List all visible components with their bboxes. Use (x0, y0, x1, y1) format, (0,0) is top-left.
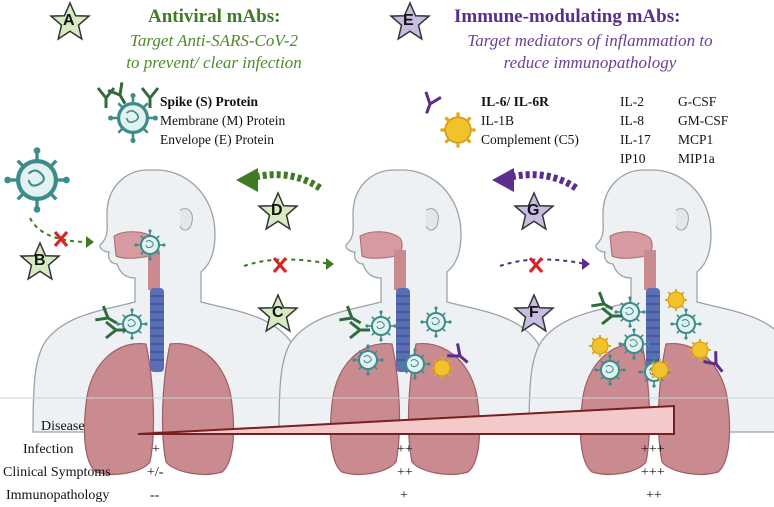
target-spike: Spike (S) Protein (160, 94, 259, 109)
symptoms-value-1: +/- (147, 465, 164, 480)
antiviral-targets: Spike (S) Protein Membrane (M) Protein E… (160, 92, 285, 149)
immune-subtitle: Target mediators of inflammation to redu… (440, 30, 740, 74)
target-il8: IL-8 (620, 113, 644, 128)
target-envelope: Envelope (E) Protein (160, 132, 274, 147)
infection-value-1: + (152, 442, 160, 457)
row-label-symptoms: Clinical Symptoms (3, 465, 111, 480)
symptoms-value-3: +++ (641, 465, 665, 480)
antiviral-title: Antiviral mAbs: (148, 6, 281, 27)
target-ip10: IP10 (620, 151, 646, 166)
row-label-immunopathology: Immunopathology (6, 488, 110, 503)
star-f-label: F (529, 304, 539, 321)
target-gcsf: G-CSF (678, 94, 717, 109)
row-label-infection: Infection (23, 442, 74, 457)
star-d-label: D (271, 202, 283, 219)
immunopathology-value-3: ++ (646, 488, 662, 503)
star-g-label: G (527, 202, 540, 219)
immune-targets-col2: IL-2 IL-8 IL-17 IP10 (620, 92, 651, 168)
antiviral-subtitle-line-1: Target Anti-SARS-CoV-2 (130, 31, 298, 50)
target-membrane: Membrane (M) Protein (160, 113, 286, 128)
star-c-label: C (272, 304, 284, 321)
target-il1b: IL-1B (481, 113, 514, 128)
star-a-label: A (63, 12, 75, 29)
target-mip1a: MIP1a (678, 151, 715, 166)
immune-targets-col3: G-CSF GM-CSF MCP1 MIP1a (678, 92, 728, 168)
disease-wedge (137, 404, 675, 435)
antiviral-subtitle: Target Anti-SARS-CoV-2 to prevent/ clear… (84, 30, 344, 74)
immune-subtitle-line-1: Target mediators of inflammation to (467, 31, 713, 50)
row-label-disease: Disease (41, 419, 85, 434)
immunopathology-value-1: -- (150, 488, 160, 503)
immune-targets-col1: IL-6/ IL-6R IL-1B Complement (C5) (481, 92, 579, 149)
star-e-label: E (403, 12, 414, 29)
star-b-label: B (34, 252, 46, 269)
target-gmcsf: GM-CSF (678, 113, 729, 128)
target-mcp1: MCP1 (678, 132, 714, 147)
target-il6: IL-6/ IL-6R (481, 94, 549, 109)
symptoms-value-2: ++ (397, 465, 413, 480)
target-il2: IL-2 (620, 94, 644, 109)
infection-value-2: ++ (397, 442, 413, 457)
target-il17: IL-17 (620, 132, 651, 147)
infection-value-3: +++ (641, 442, 665, 457)
immune-subtitle-line-2: reduce immunopathology (503, 53, 677, 72)
antiviral-subtitle-line-2: to prevent/ clear infection (126, 53, 302, 72)
target-complement: Complement (C5) (481, 132, 579, 147)
immune-title: Immune-modulating mAbs: (454, 6, 681, 27)
immunopathology-value-2: + (400, 488, 408, 503)
